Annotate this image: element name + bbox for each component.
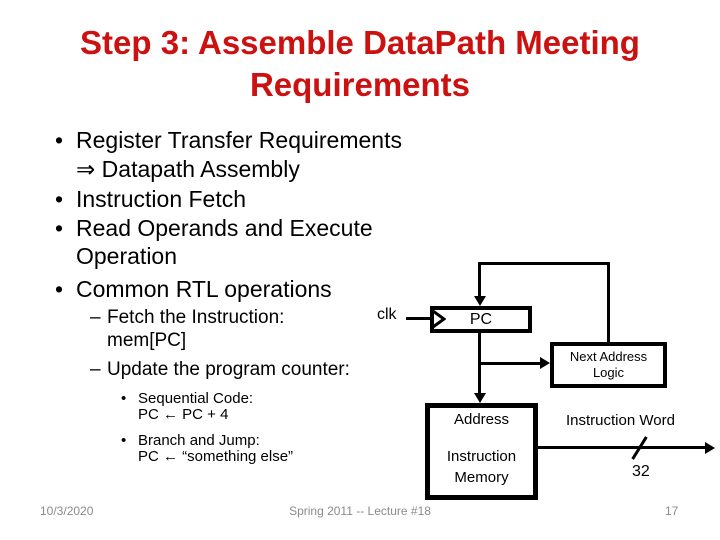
bullet-l3-text: PC ← “something else”	[138, 448, 294, 465]
nal-label-line2: Logic	[592, 365, 625, 380]
next-address-logic-label: Next Address Logic	[570, 349, 647, 381]
wire-feedback-top	[478, 262, 610, 265]
bullet-l1-text: ⇒ Datapath Assembly	[76, 156, 300, 182]
bullet-marker: •	[55, 215, 64, 241]
footer-course-label: Spring 2011 -- Lecture #18	[289, 504, 431, 518]
bullet-l2-text: Fetch the Instruction:	[107, 307, 285, 328]
wire-feedback-left-drop	[478, 262, 481, 296]
memory-name-line2: Memory	[454, 469, 509, 486]
bullet-l2-text: Update the program counter:	[107, 359, 350, 380]
arrowhead-into-pc-icon	[474, 296, 486, 306]
bullet-l3-text: PC ← PC + 4	[138, 406, 229, 423]
arrowhead-into-nal-icon	[540, 357, 550, 369]
bullet-marker: •	[55, 127, 64, 153]
arrowhead-into-memory-icon	[474, 393, 486, 403]
next-address-logic-box: Next Address Logic	[550, 342, 667, 388]
memory-address-port-label: Address	[453, 411, 510, 428]
memory-name-line1: Instruction	[446, 448, 517, 465]
arrowhead-instruction-word-icon	[705, 442, 715, 454]
bullet-l1-text: Instruction Fetch	[76, 186, 247, 212]
title-line-2: Requirements	[249, 66, 471, 103]
page-title: Step 3: Assemble DataPath Meeting Requir…	[0, 22, 720, 106]
instruction-word-label: Instruction Word	[566, 412, 675, 429]
bullet-marker: •	[121, 432, 127, 449]
pc-register-box: PC	[430, 306, 532, 333]
clock-edge-triangle-icon	[432, 310, 446, 329]
bullet-l1-text: Read Operands and Execute	[76, 215, 373, 241]
bullet-marker: •	[55, 276, 64, 302]
title-line-1: Step 3: Assemble DataPath Meeting	[80, 24, 640, 61]
bus-width-label: 32	[632, 463, 650, 480]
bullet-l2-text: mem[PC]	[107, 330, 187, 351]
dash-marker: –	[90, 359, 101, 380]
wire-clk	[406, 317, 431, 320]
bullet-l3-text: Branch and Jump:	[138, 432, 260, 449]
nal-label-line1: Next Address	[569, 349, 648, 364]
wire-instruction-word	[536, 446, 706, 449]
dash-marker: –	[90, 307, 101, 328]
footer-date: 10/3/2020	[40, 504, 94, 518]
bullet-l3-text: Sequential Code:	[138, 390, 254, 407]
bullet-marker: •	[121, 390, 127, 407]
bullet-l1-text: Register Transfer Requirements	[76, 127, 402, 153]
bullet-l1-text: Operation	[76, 243, 178, 269]
wire-pc-to-nal	[478, 362, 540, 365]
footer-page-number: 17	[665, 504, 679, 518]
wire-nal-up	[607, 262, 610, 342]
instruction-memory-box: Address Instruction Memory	[425, 403, 538, 500]
bullet-marker: •	[55, 186, 64, 212]
bullet-l1-text: Common RTL operations	[76, 276, 332, 302]
clk-label: clk	[377, 306, 397, 323]
pc-label: PC	[469, 310, 493, 328]
